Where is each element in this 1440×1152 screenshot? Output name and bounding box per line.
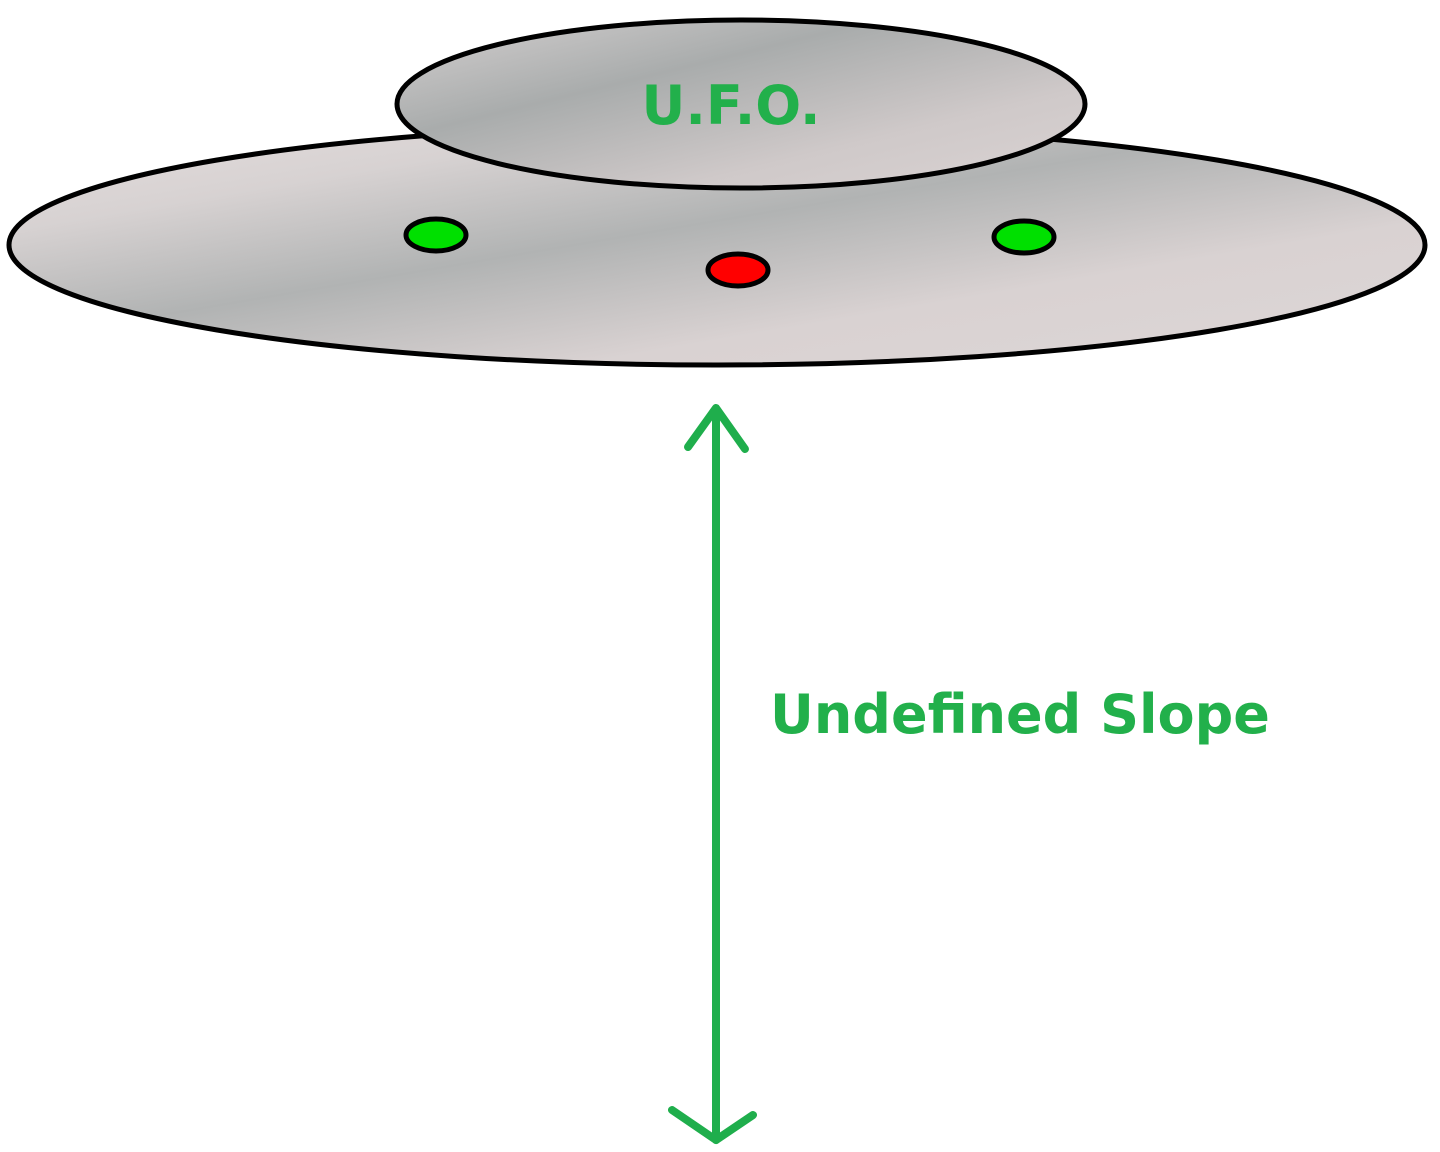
arrow-head-bottom bbox=[668, 1106, 757, 1144]
vertical-arrow-icon bbox=[668, 404, 757, 1144]
ufo-label: U.F.O. bbox=[641, 74, 820, 137]
arrow-label: Undefined Slope bbox=[770, 683, 1270, 746]
ufo-dome bbox=[394, 17, 1088, 191]
ufo-light-left-green bbox=[403, 216, 469, 254]
ufo-icon: U.F.O. bbox=[6, 17, 1428, 368]
arrow-head-top bbox=[684, 404, 749, 453]
ufo-light-center-red bbox=[705, 251, 771, 289]
ufo-light-right-green bbox=[991, 218, 1057, 256]
